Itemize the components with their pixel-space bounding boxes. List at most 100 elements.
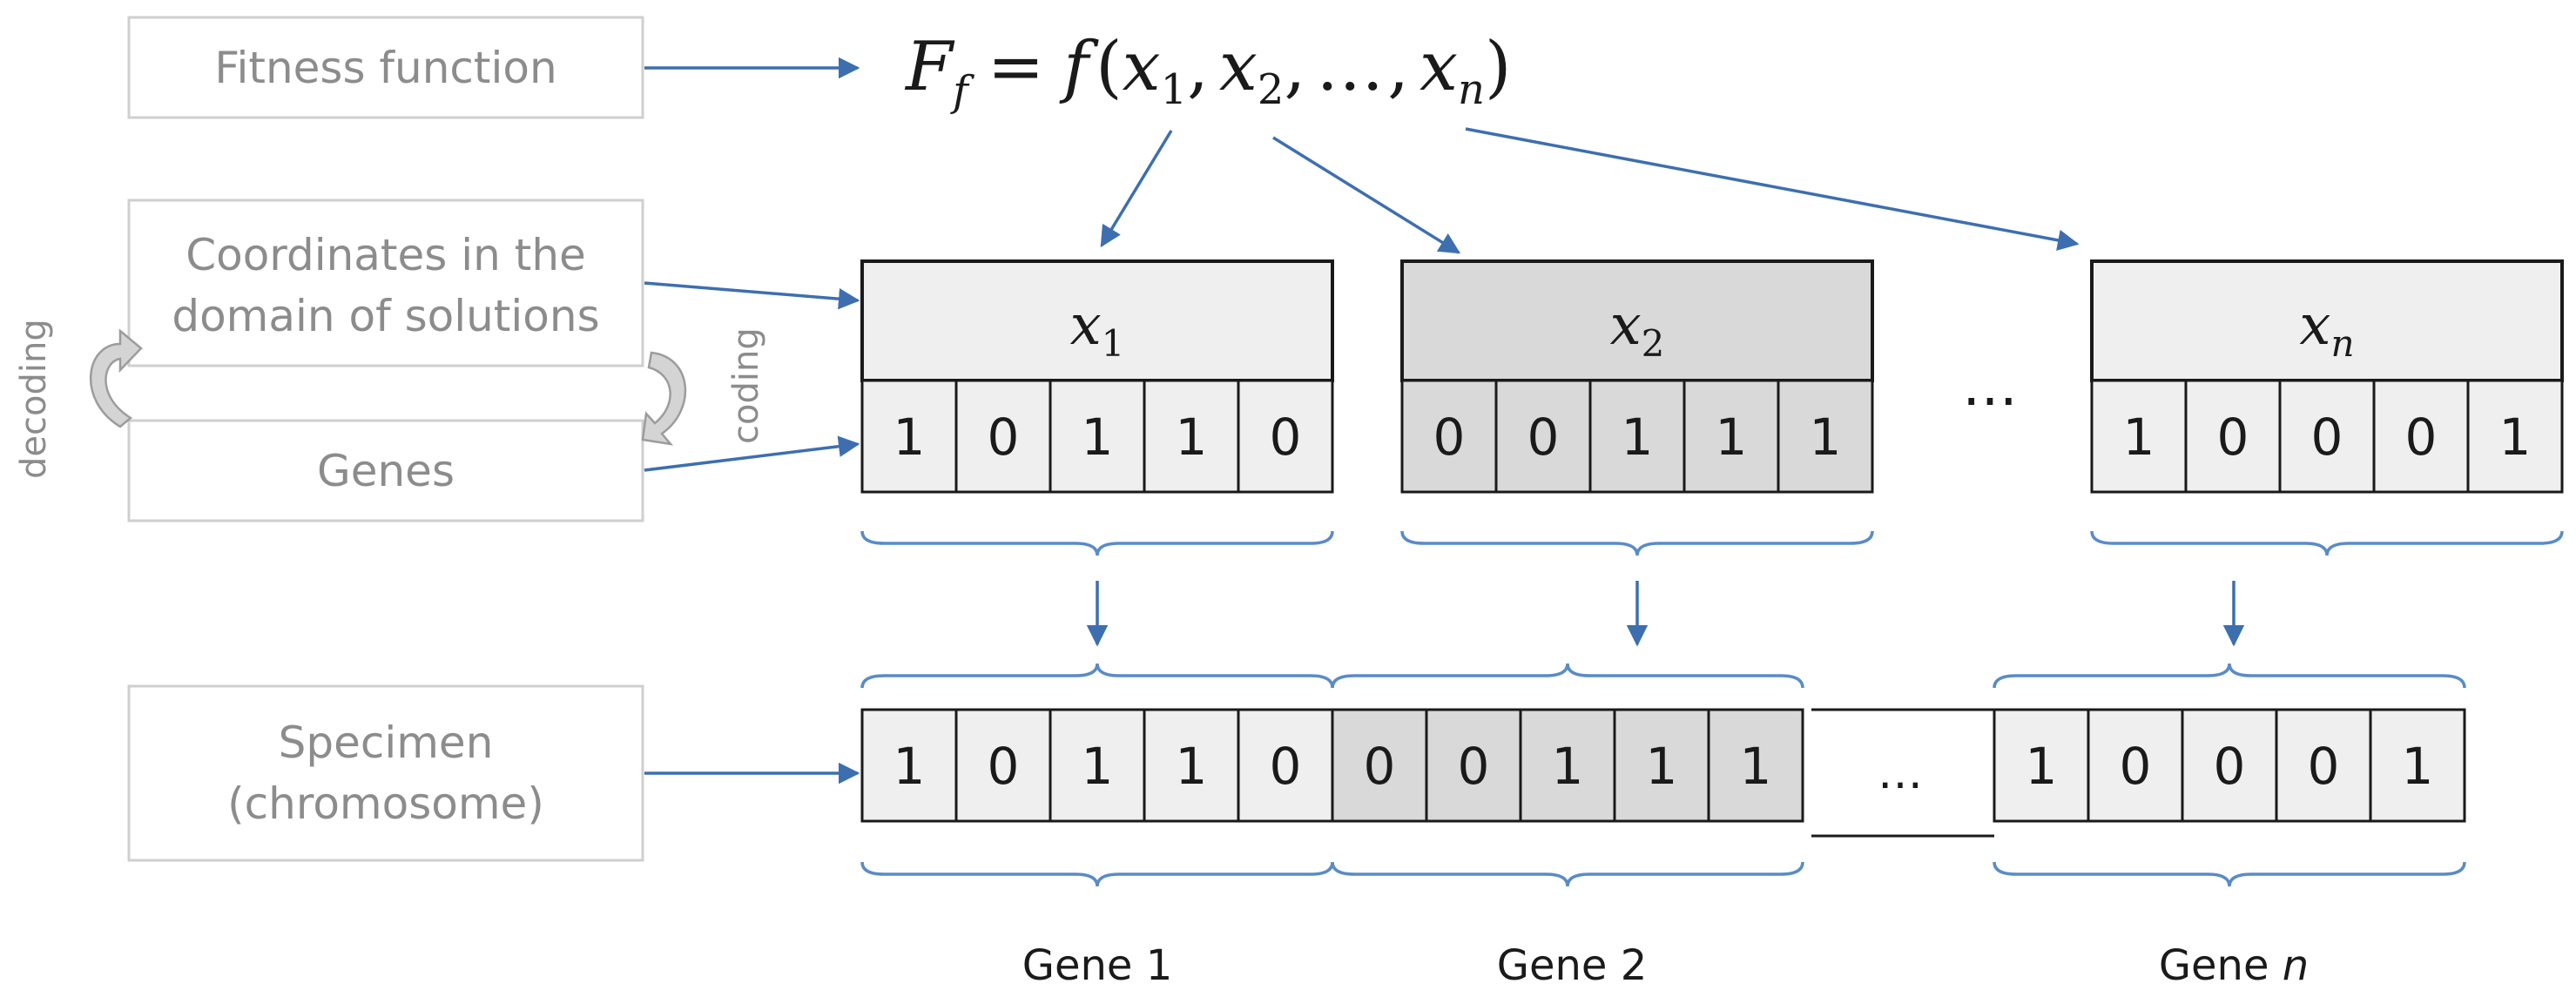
gene-n-label: Gene n bbox=[2159, 941, 2309, 990]
chromosome-segn-cell-4 bbox=[2275, 708, 2372, 823]
chromosome-seg1-bit-5: 0 bbox=[1270, 737, 1302, 796]
brace-below-gene2 bbox=[1331, 861, 1804, 887]
arrow-coordinates-to-x1 bbox=[644, 281, 860, 310]
variable-1-bit-4: 1 bbox=[1176, 408, 1208, 467]
decoding-arrow-icon bbox=[89, 328, 143, 428]
variable-3-cell-5 bbox=[2466, 379, 2564, 494]
brace-under-xn bbox=[2090, 530, 2564, 556]
variable-3-cell-2 bbox=[2184, 379, 2282, 494]
braces bbox=[860, 530, 2564, 887]
variable-3-bit-1: 1 bbox=[2123, 408, 2155, 467]
variable-2-bit-3: 1 bbox=[1622, 408, 1654, 467]
chromosome-segn-bit-2: 0 bbox=[2120, 737, 2152, 796]
variable-2-cell-5 bbox=[1777, 379, 1874, 494]
variable-1-cell-5 bbox=[1237, 379, 1334, 494]
variable-3-bit-5: 1 bbox=[2499, 408, 2532, 467]
chromosome-seg1-cell-5 bbox=[1237, 708, 1334, 823]
variable-x1: x1 bbox=[860, 259, 1334, 382]
chromosome-segn-bit-3: 0 bbox=[2214, 737, 2246, 796]
brace-above-gene1 bbox=[860, 663, 1334, 689]
arrows bbox=[644, 57, 2245, 785]
variable-2-cell-4 bbox=[1682, 379, 1780, 494]
variables-ellipsis: … bbox=[1962, 354, 2018, 419]
gene-2-label: Gene 2 bbox=[1497, 941, 1647, 990]
variable-1-bit-3: 1 bbox=[1082, 408, 1114, 467]
brace-above-gene2 bbox=[1331, 663, 1804, 689]
arrow-formula-to-xn bbox=[1465, 127, 2080, 251]
coding-arrow-icon bbox=[641, 351, 687, 446]
chromosome-seg1-cell-4 bbox=[1143, 708, 1240, 823]
variable-3-cell-3 bbox=[2278, 379, 2376, 494]
chromosome-seg1-cell-2 bbox=[954, 708, 1052, 823]
genes-box: Genes bbox=[127, 419, 644, 522]
fitness-function-box: Fitness function bbox=[127, 16, 644, 119]
arrow-formula-to-x1 bbox=[1100, 130, 1173, 248]
decoding-label: decoding bbox=[14, 319, 54, 479]
arrow-genes-to-bits bbox=[644, 435, 860, 472]
chromosome-segn-bit-4: 0 bbox=[2308, 737, 2340, 796]
chromosome-bit-cells: 1 0 1 1 0 0 0 1 1 1 1 0 0 0 1 bbox=[860, 708, 2466, 823]
chromosome-ellipsis: … bbox=[1878, 747, 1923, 799]
chromosome-seg2-bit-4: 1 bbox=[1646, 737, 1678, 796]
brace-under-x2 bbox=[1400, 530, 1874, 556]
chromosome-seg1-bit-1: 1 bbox=[894, 737, 926, 796]
variable-3-cell-4 bbox=[2372, 379, 2470, 494]
chromosome-seg1-cell-3 bbox=[1049, 708, 1146, 823]
arrow-formula-to-x2 bbox=[1272, 136, 1461, 254]
coding-label: coding bbox=[726, 327, 766, 444]
specimen-box: Specimen (chromosome) bbox=[127, 684, 644, 862]
specimen-label-line1: Specimen bbox=[279, 717, 494, 768]
variable-1-bit-2: 0 bbox=[988, 408, 1020, 467]
variable-3-bit-3: 0 bbox=[2311, 408, 2343, 467]
specimen-label-line2: (chromosome) bbox=[227, 778, 544, 829]
chromosome-segn-bit-1: 1 bbox=[2026, 737, 2058, 796]
variable-1-cell-2 bbox=[954, 379, 1052, 494]
coordinates-label-line1: Coordinates in the bbox=[185, 230, 586, 280]
variable-xn: xn bbox=[2090, 259, 2564, 382]
chromosome-seg1-bit-2: 0 bbox=[988, 737, 1020, 796]
chromosome-seg1-cell-1 bbox=[860, 708, 958, 823]
coordinates-label-line2: domain of solutions bbox=[172, 291, 599, 341]
chromosome-seg2-bit-2: 0 bbox=[1458, 737, 1490, 796]
genes-label: Genes bbox=[317, 446, 455, 496]
brace-above-genen bbox=[1993, 663, 2466, 689]
variable-2-cell-1 bbox=[1400, 379, 1498, 494]
variable-1-bit-5: 0 bbox=[1270, 408, 1302, 467]
variable-bit-cells: 1 0 1 1 0 0 0 1 1 1 1 0 0 0 1 bbox=[860, 379, 2564, 494]
brace-under-x1 bbox=[860, 530, 1334, 556]
chromosome-seg2-bit-1: 0 bbox=[1364, 737, 1396, 796]
brace-below-genen bbox=[1993, 861, 2466, 887]
variable-2-bit-1: 0 bbox=[1433, 408, 1466, 467]
chromosome-seg2-bit-5: 1 bbox=[1740, 737, 1772, 796]
chromosome-segn-cell-5 bbox=[2369, 708, 2466, 823]
variable-x2-label: x2 bbox=[1610, 293, 1665, 365]
chromosome-segn-cell-1 bbox=[1993, 708, 2090, 823]
chromosome-seg1-bit-3: 1 bbox=[1082, 737, 1114, 796]
gene-1-label: Gene 1 bbox=[1022, 941, 1172, 990]
variable-2-bit-2: 0 bbox=[1527, 408, 1560, 467]
variable-2-bit-5: 1 bbox=[1810, 408, 1842, 467]
variable-x2: x2 bbox=[1400, 259, 1874, 382]
fitness-function-label: Fitness function bbox=[214, 43, 556, 93]
chromosome-seg2-cell-5 bbox=[1707, 708, 1804, 823]
variable-1-bit-1: 1 bbox=[894, 408, 926, 467]
coordinates-box: Coordinates in the domain of solutions bbox=[127, 199, 644, 367]
chromosome-segn-bit-5: 1 bbox=[2402, 737, 2434, 796]
variable-2-cell-2 bbox=[1494, 379, 1592, 494]
variable-1-cell-4 bbox=[1143, 379, 1240, 494]
chromosome-segn-cell-2 bbox=[2087, 708, 2184, 823]
chromosome-seg2-cell-1 bbox=[1331, 708, 1428, 823]
brace-below-gene1 bbox=[860, 861, 1334, 887]
variable-3-bit-4: 0 bbox=[2405, 408, 2438, 467]
variable-3-cell-1 bbox=[2090, 379, 2188, 494]
chromosome-gap: … bbox=[1811, 708, 1994, 838]
variable-xn-label: xn bbox=[2299, 293, 2354, 365]
chromosome-seg2-cell-3 bbox=[1519, 708, 1616, 823]
chromosome-seg1-bit-4: 1 bbox=[1176, 737, 1208, 796]
chromosome-seg2-bit-3: 1 bbox=[1552, 737, 1584, 796]
variable-2-bit-4: 1 bbox=[1716, 408, 1748, 467]
variable-3-bit-2: 0 bbox=[2217, 408, 2249, 467]
fitness-formula: Ff=f(x1,x2,…,xn) bbox=[904, 28, 1511, 116]
variable-x1-label: x1 bbox=[1070, 293, 1125, 365]
